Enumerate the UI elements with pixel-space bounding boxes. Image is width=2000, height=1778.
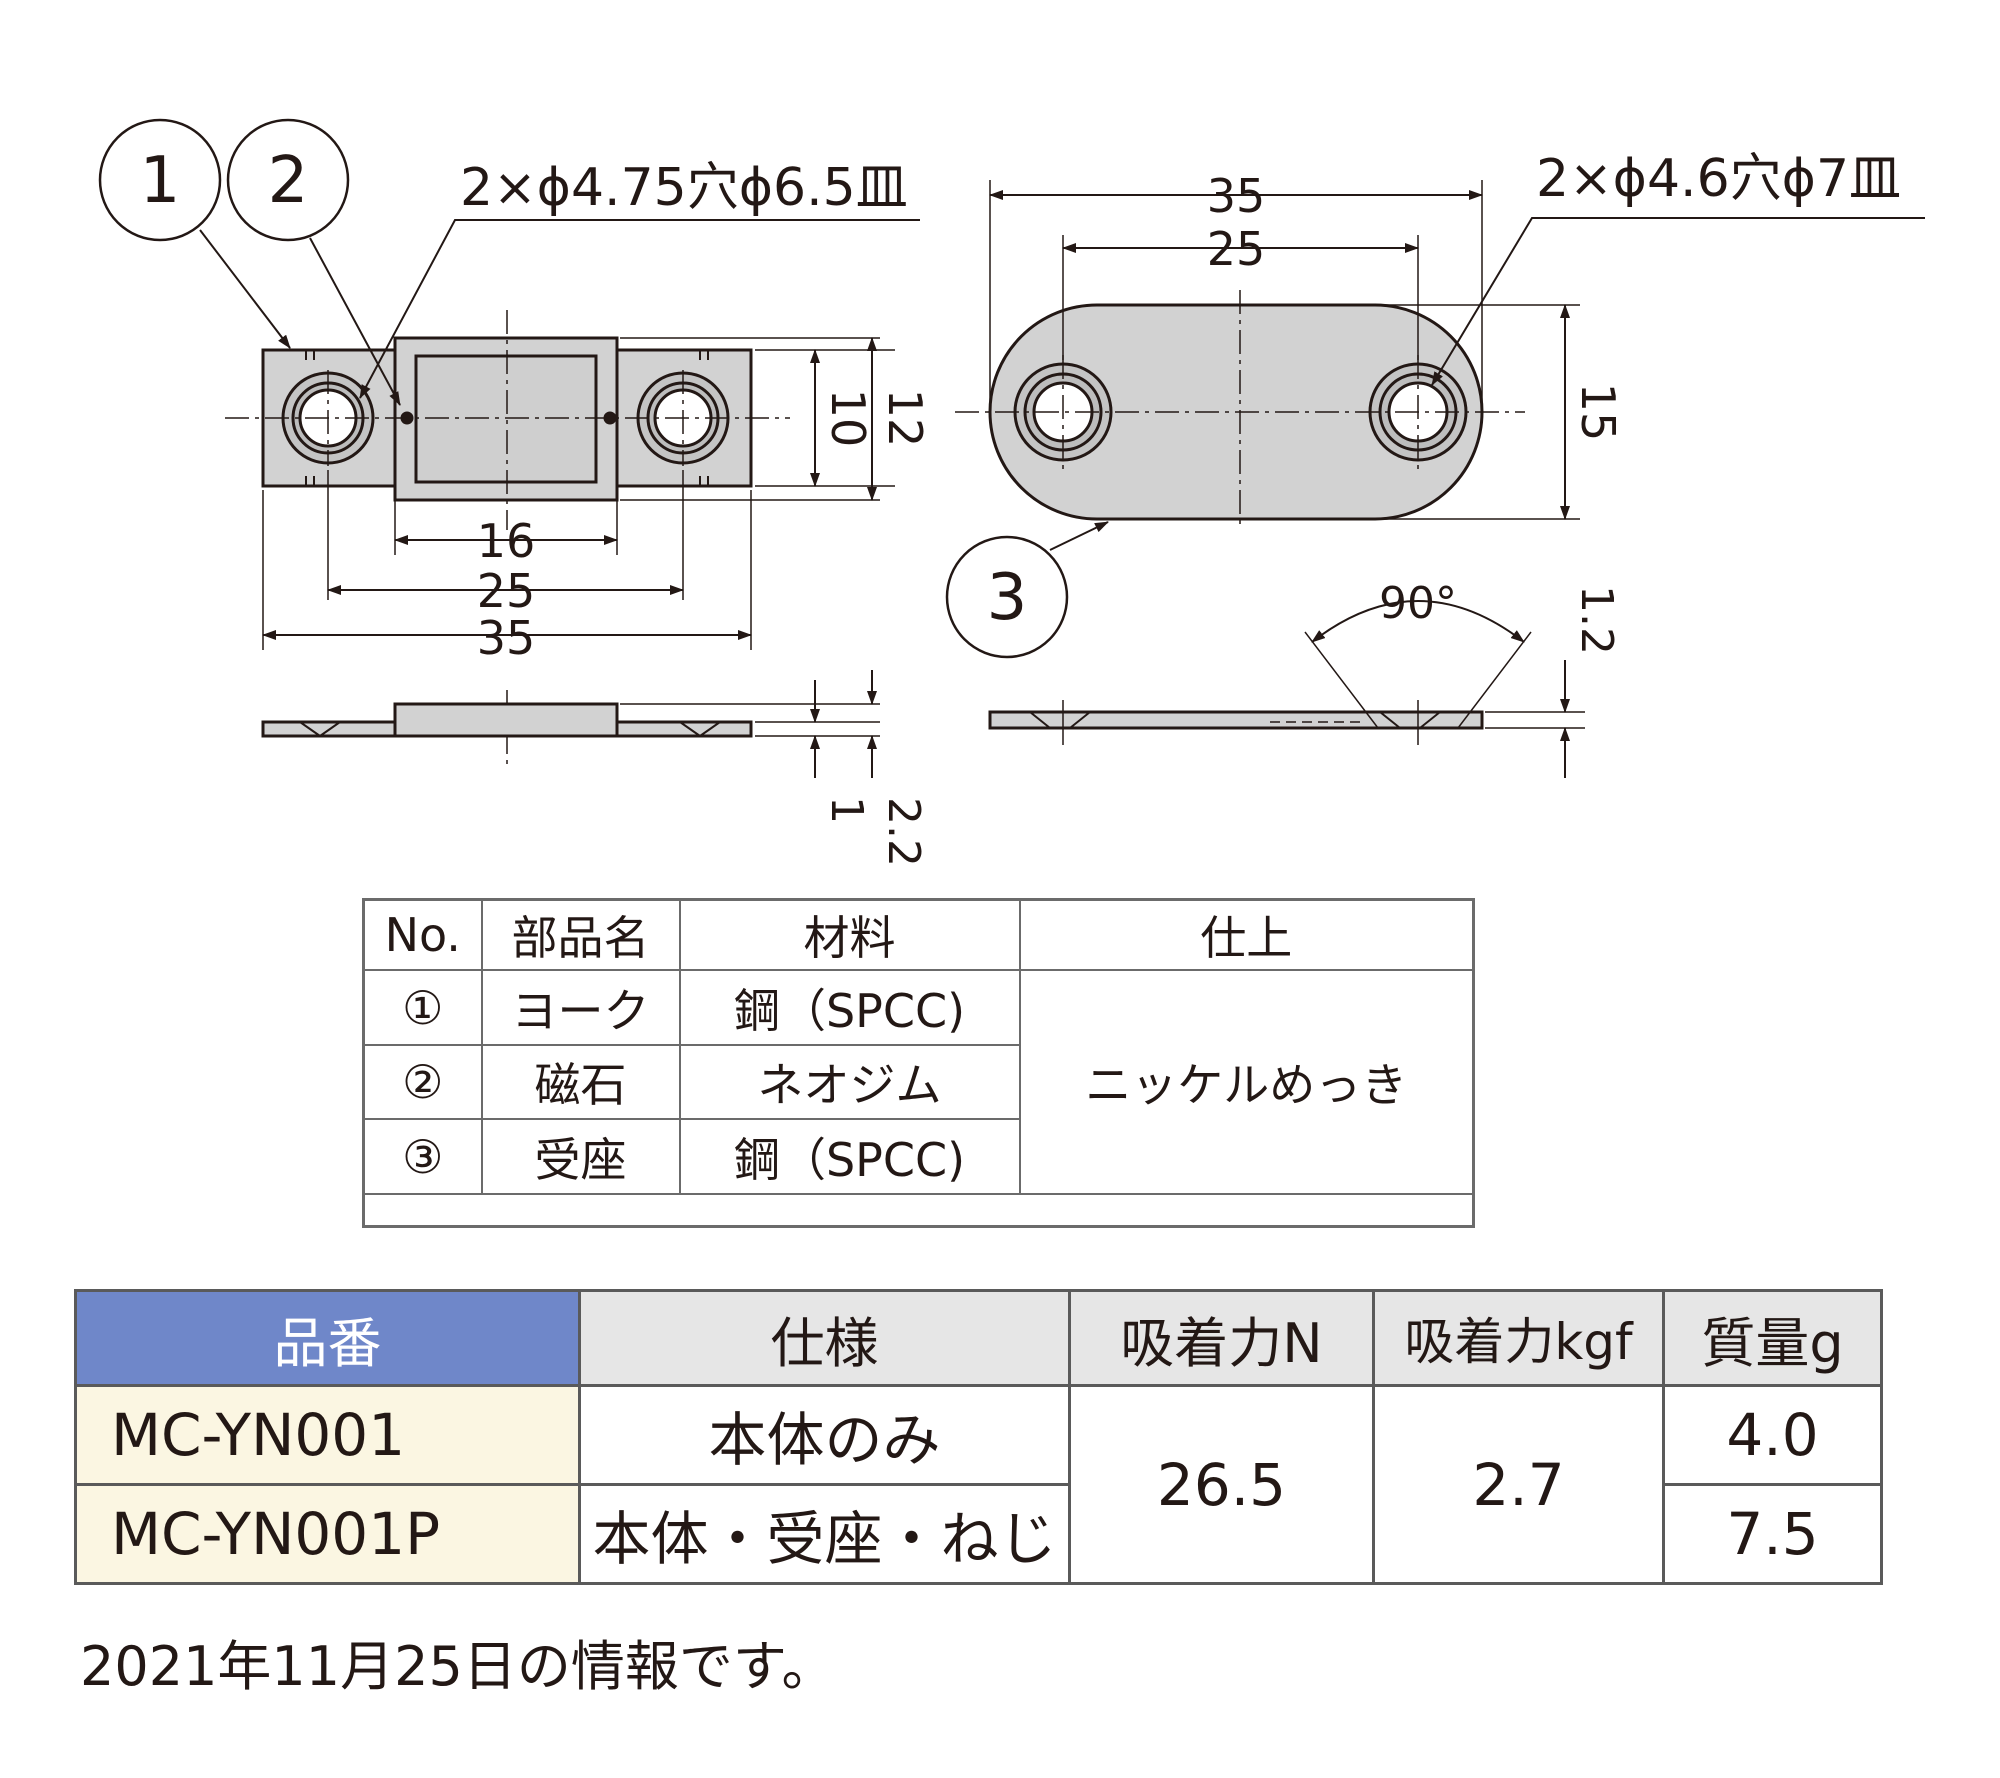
svg-text:3: 3 <box>987 561 1028 635</box>
header-part-number: 品番 <box>74 1289 581 1387</box>
dim-2-2: 2.2 <box>878 797 929 867</box>
svg-text:1: 1 <box>140 144 181 218</box>
table-blank-row <box>362 1192 1475 1228</box>
force-n-value: 26.5 <box>1068 1384 1375 1585</box>
mass-value: 7.5 <box>1662 1483 1883 1585</box>
header-spec: 仕様 <box>578 1289 1071 1387</box>
info-date-note: 2021年11月25日の情報です。 <box>80 1635 836 1698</box>
part-material: 鋼（SPCC) <box>678 1118 1021 1195</box>
header-finish: 仕上 <box>1018 898 1475 972</box>
force-kgf-value: 2.7 <box>1372 1384 1665 1585</box>
dim-35-right: 35 <box>1207 169 1266 223</box>
part-material: 鋼（SPCC) <box>678 969 1021 1046</box>
table-row: ② 磁石 ネオジム <box>362 1043 1474 1121</box>
dim-10: 10 <box>821 389 875 448</box>
table-row: ③ 受座 鋼（SPCC) <box>362 1118 1474 1195</box>
svg-text:2: 2 <box>268 144 309 218</box>
dim-12: 12 <box>878 389 932 448</box>
dim-1: 1 <box>821 796 872 824</box>
header-part-name: 部品名 <box>480 898 681 972</box>
technical-drawing: 16 25 35 10 12 1 2.2 1 2 2×ϕ4.75穴ϕ6.5皿 <box>98 118 1925 867</box>
table-row: MC-YN001P 本体・受座・ねじ 7.5 <box>74 1483 1883 1585</box>
header-force-kgf: 吸着力kgf <box>1372 1289 1665 1387</box>
part-name: ヨーク <box>480 969 681 1046</box>
table-row: ① ヨーク 鋼（SPCC) ニッケルめっき <box>362 969 1475 1195</box>
header-force-n: 吸着力N <box>1068 1289 1375 1387</box>
part-name: 受座 <box>480 1118 681 1195</box>
parts-table: No. 部品名 材料 仕上 ① ヨーク 鋼（SPCC) ニッケルめっき ② 磁石… <box>362 898 1475 1228</box>
part-number: MC-YN001P <box>74 1483 581 1585</box>
dim-1-2: 1.2 <box>1571 585 1622 655</box>
header-material: 材料 <box>678 898 1021 972</box>
dim-25-left: 25 <box>477 564 536 618</box>
part-name: 磁石 <box>480 1043 681 1121</box>
callout-3: 3 <box>945 535 1069 659</box>
part-number: MC-YN001 <box>74 1384 581 1486</box>
header-no: No. <box>362 898 483 972</box>
spec-value: 本体・受座・ねじ <box>578 1483 1071 1585</box>
dim-angle-90: 90° <box>1379 578 1457 629</box>
part-finish: ニッケルめっき <box>1018 969 1475 1195</box>
part-material: ネオジム <box>678 1043 1021 1121</box>
parts-table-header: No. 部品名 材料 仕上 <box>362 898 1475 972</box>
part-no: ① <box>362 969 483 1046</box>
dim-25-right: 25 <box>1207 222 1266 276</box>
left-hole-note: 2×ϕ4.75穴ϕ6.5皿 <box>460 158 908 218</box>
callout-1: 1 <box>98 118 222 242</box>
part-no: ③ <box>362 1118 483 1195</box>
header-mass: 質量g <box>1662 1289 1883 1387</box>
dim-16: 16 <box>477 514 536 568</box>
magnet-side-view <box>261 702 753 738</box>
table-row: MC-YN001 本体のみ 26.5 2.7 4.0 <box>74 1384 1883 1585</box>
right-hole-note: 2×ϕ4.6穴ϕ7皿 <box>1536 149 1901 209</box>
dim-15: 15 <box>1571 383 1625 442</box>
spec-table-header: 品番 仕様 吸着力N 吸着力kgf 質量g <box>74 1289 1883 1387</box>
spec-value: 本体のみ <box>578 1384 1071 1486</box>
spec-table: 品番 仕様 吸着力N 吸着力kgf 質量g MC-YN001 本体のみ 26.5… <box>74 1289 1883 1585</box>
callout-2: 2 <box>226 118 350 242</box>
part-no: ② <box>362 1043 483 1121</box>
mass-value: 4.0 <box>1662 1384 1883 1486</box>
dim-35-left: 35 <box>477 611 536 665</box>
strike-plate-side-view <box>988 710 1484 730</box>
